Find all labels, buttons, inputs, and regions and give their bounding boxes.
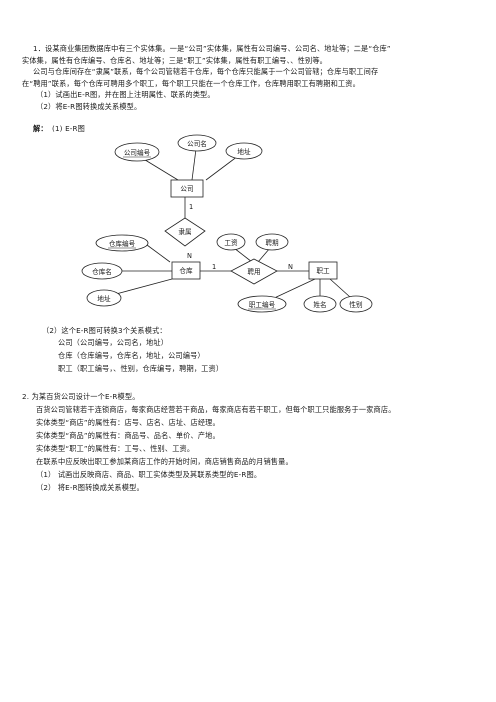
attr-term-label: 聘期 <box>265 238 279 247</box>
edge-hire-wage <box>233 247 253 263</box>
edge-company-addr <box>205 155 239 181</box>
q1-line1: 1．设某商业集团数据库中有三个实体集。一是“公司”实体集，属性有公司编号、公司名… <box>33 44 391 53</box>
q1-task1: （1）试画出E-R图，并在图上注明属性、联系的类型。 <box>36 90 215 99</box>
edge-employee-sex <box>329 278 351 298</box>
card-company-one: 1 <box>189 203 193 211</box>
q1-task2: （2）将E-R图转换成关系模型。 <box>36 102 142 111</box>
relations-intro: （2）这个E-R图可转换3个关系模式： <box>42 326 167 335</box>
rel-belongs <box>164 217 206 247</box>
attr-company-id <box>114 142 160 162</box>
q2-line2: 百货公司管辖若干连锁商店，每家商店经营若干商品，每家商店有若干职工，但每个职工只… <box>36 405 396 414</box>
attr-warehouse-addr <box>86 289 122 307</box>
attr-employee-id <box>237 295 287 313</box>
q1-line3: 公司与仓库间存在“隶属”联系，每个公司管辖若干仓库，每个仓库只能属于一个公司管辖… <box>33 67 379 76</box>
attr-warehouse-id <box>95 234 149 252</box>
entity-company <box>170 179 204 198</box>
q2-line6: 在联系中应反映出职工参加某商店工作的开始时间，商店销售商品的月销售量。 <box>36 457 293 466</box>
attr-employee-sex-label: 性别 <box>349 300 363 309</box>
q2-line3: 实体类型“商店”的属性有：店号、店名、店址、店经理。 <box>36 418 220 427</box>
attr-company-name <box>177 134 217 152</box>
relation-employee: 职工（职工编号，、性别，仓库编号，聘期，工资） <box>58 364 224 373</box>
attr-warehouse-id-label: 仓库编号 <box>109 239 136 248</box>
answer-label: 解： <box>33 124 48 133</box>
q2-line5: 实体类型“职工”的属性有：工号、、性别、工资。 <box>36 444 195 453</box>
edge-hire-term <box>257 247 271 263</box>
card-warehouse-n: N <box>187 252 192 260</box>
rel-hire-label: 聘用 <box>247 267 260 276</box>
attr-warehouse-name-label: 仓库名 <box>92 267 112 276</box>
edge-warehouse-id <box>146 244 171 263</box>
q2-line1: 2. 为某百货公司设计一个E-R模型。 <box>22 392 140 401</box>
entity-employee-label: 职工 <box>316 267 330 275</box>
entity-warehouse <box>171 261 201 280</box>
relation-company: 公司（公司编号，公司名，地址） <box>58 338 169 347</box>
card-warehouse-one: 1 <box>212 263 216 271</box>
entity-company-label: 公司 <box>180 185 193 193</box>
attr-employee-id-label: 职工编号 <box>249 300 276 309</box>
q2-line4: 实体类型“商品”的属性有：商品号、品名、单价、产地。 <box>36 431 220 440</box>
card-employee-n: N <box>288 263 293 271</box>
edge-company-name <box>191 148 197 181</box>
attr-warehouse-addr-label: 地址 <box>97 294 111 303</box>
attr-employee-name-label: 姓名 <box>313 300 326 309</box>
q1-line2: 实体集，属性有仓库编号、仓库名、地址等；三是“职工”实体集，属性有职工编号、、性… <box>22 56 327 65</box>
attr-employee-name <box>303 295 337 313</box>
entity-warehouse-label: 仓库 <box>179 266 193 275</box>
attr-company-addr-label: 地址 <box>237 147 251 156</box>
edge-warehouse-addr <box>115 278 173 295</box>
attr-company-id-label: 公司编号 <box>124 148 151 157</box>
rel-belongs-label: 隶属 <box>178 227 191 236</box>
attr-warehouse-name <box>81 262 123 280</box>
attr-employee-sex <box>339 295 373 313</box>
q2-task2: （2） 将E-R图转换成关系模型。 <box>36 483 144 492</box>
attr-wage <box>216 233 246 251</box>
entity-employee <box>308 261 338 280</box>
q2-task1: （1） 试画出反映商店、商品、职工实体类型及其联系类型的E-R图。 <box>36 470 262 479</box>
answer-part1: (1) E-R图 <box>52 124 85 133</box>
attr-company-addr <box>225 142 263 160</box>
rel-hire <box>230 258 278 285</box>
attr-term <box>255 233 289 251</box>
attr-wage-label: 工资 <box>224 238 238 247</box>
q1-line4: 在“聘用”联系，每个仓库可聘用多个职工，每个职工只能在一个仓库工作，仓库聘用职工… <box>22 79 360 88</box>
edge-employee-id <box>269 278 316 301</box>
relation-warehouse: 仓库（仓库编号，仓库名，地址，公司编号） <box>58 351 205 360</box>
attr-company-name-label: 公司名 <box>187 139 207 148</box>
